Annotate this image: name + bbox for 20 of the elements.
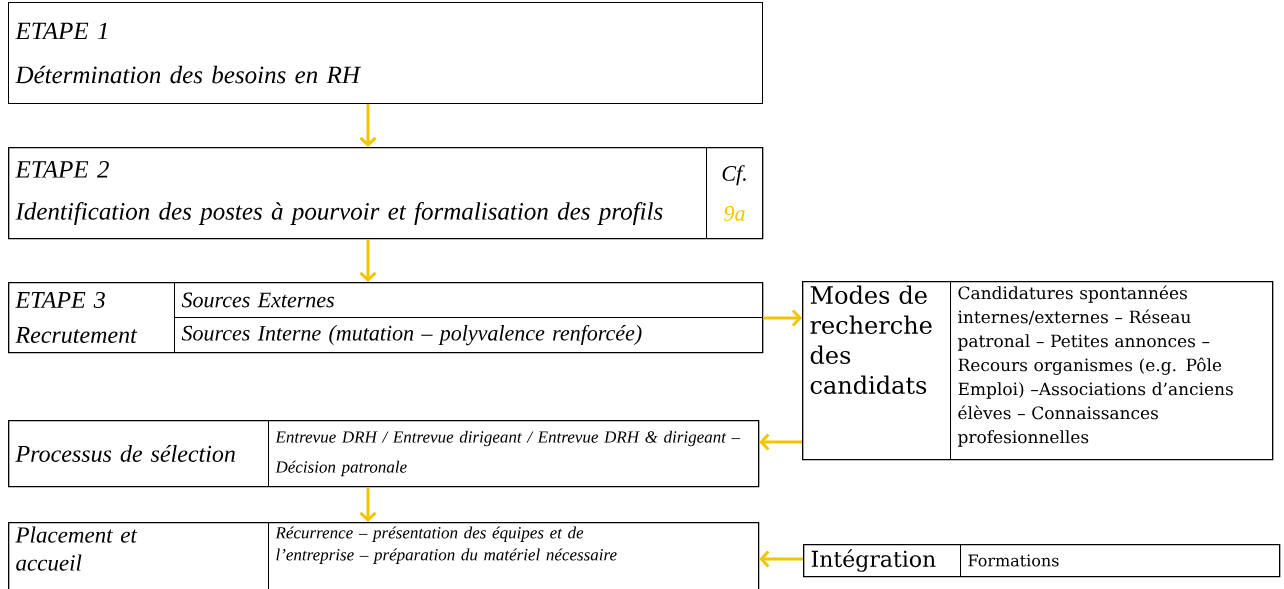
- arrow: [759, 433, 802, 451]
- heading-cell: Intégration: [803, 544, 961, 577]
- source-cell: Sources Externes: [174, 282, 763, 318]
- step-cell: ETAPE 2 Identification des postes à pourvoir et formalisation des profils: [8, 147, 707, 239]
- step-cell: ETAPE 3 Recrutement: [8, 282, 175, 353]
- arrow: [763, 309, 802, 327]
- arrow: [359, 239, 377, 282]
- source-cell: Sources Interne (mutation – polyvalence renforcée): [174, 317, 763, 353]
- description-cell: Entrevue DRH / Entrevue dirigeant / Entrevue DRH & dirigeant – Décision patronale: [268, 420, 759, 487]
- reference-cell: Cf. 9a: [706, 147, 763, 239]
- arrow: [759, 550, 803, 568]
- heading-cell: Processus de sélection: [8, 420, 269, 487]
- heading-cell: Modes de recherche des candidats: [802, 281, 951, 460]
- arrow: [359, 104, 377, 147]
- description-cell: Formations: [960, 544, 1280, 577]
- description-cell: Récurrence – présentation des équipes et de l’entreprise – préparation du matériel nécessaire: [268, 522, 759, 589]
- arrow: [359, 487, 377, 522]
- step-box: ETAPE 1 Détermination des besoins en RH: [8, 2, 763, 104]
- heading-cell: Placement et accueil: [8, 522, 269, 589]
- description-cell: Candidatures spontannées internes/externes – Réseau patronal – Petites annonces – Recours organismes (e.g. Pôle Emploi) –Associations d’anciens élèves – Connaissances profesionnelles: [950, 281, 1273, 460]
